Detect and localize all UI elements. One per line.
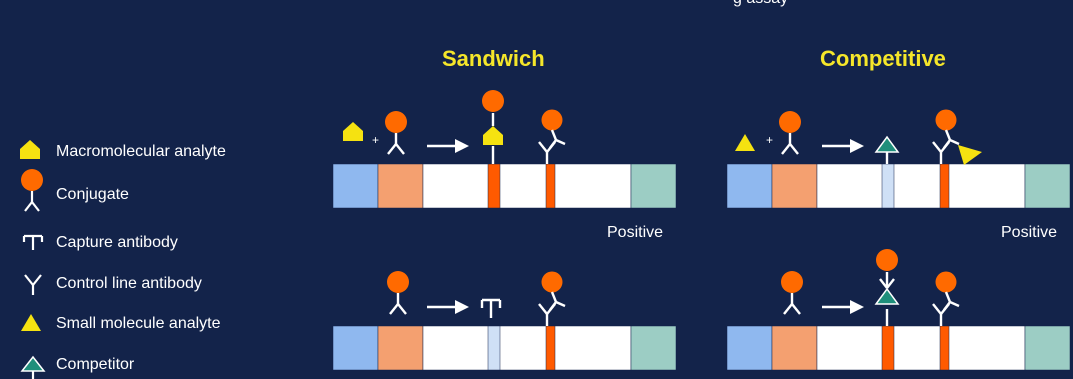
legend-label-macromolecular-analyte: Macromolecular analyte: [56, 143, 226, 160]
sandwich-positive-strip: [332, 163, 677, 209]
capture-antibody-icon: [22, 234, 44, 250]
competitor-icon: [20, 355, 46, 379]
sandwich-negative-icons: [385, 269, 567, 328]
plus-sign: +: [766, 133, 773, 147]
legend-label-control-line-antibody: Control line antibody: [56, 275, 202, 292]
competitive-negative-strip: [726, 325, 1071, 371]
legend-label-competitor: Competitor: [56, 356, 135, 373]
competitive-positive-label: Positive: [1001, 224, 1058, 241]
small-molecule-analyte-icon: [21, 314, 41, 331]
competitive-heading: Competitive: [820, 46, 946, 71]
control-line-antibody-icon: [24, 274, 42, 295]
sandwich-heading: Sandwich: [442, 46, 545, 71]
legend: [20, 140, 46, 379]
legend-label-conjugate: Conjugate: [56, 186, 129, 203]
sandwich-positive-label: Positive: [607, 224, 664, 241]
top-title-fragment: g assay: [733, 0, 788, 8]
sandwich-negative-strip: [332, 325, 677, 371]
competitive-positive-icons: +: [735, 108, 982, 166]
competitive-negative-icons: [779, 249, 961, 328]
competitive-positive-strip: [726, 163, 1071, 209]
conjugate-icon: [21, 169, 43, 212]
macromolecular-analyte-icon: [20, 140, 40, 159]
plus-sign: +: [372, 133, 379, 147]
sandwich-positive-icons: +: [343, 90, 567, 166]
legend-label-small-molecule-analyte: Small molecule analyte: [56, 315, 221, 332]
legend-label-capture-antibody: Capture antibody: [56, 234, 178, 251]
